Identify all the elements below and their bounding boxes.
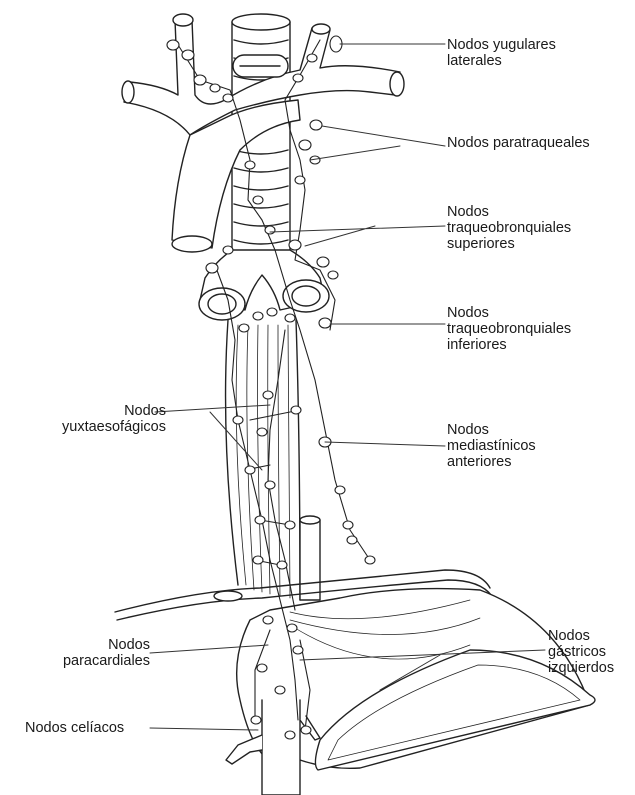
- label-nodos-paratraqueales: Nodos paratraqueales: [447, 135, 590, 151]
- label-nodos-yugulares-laterales: Nodos yugulares laterales: [447, 37, 556, 69]
- label-nodos-paracardiales: Nodos paracardiales: [30, 637, 150, 669]
- great-vessels: [122, 14, 404, 252]
- label-nodos-yuxtaesofagicos: Nodos yuxtaesofágicos: [40, 403, 166, 435]
- label-nodos-traqueobronquiales-inferiores: Nodos traqueobronquiales inferiores: [447, 305, 571, 353]
- label-nodos-gastricos-izquierdos: Nodos gástricos izquierdos: [548, 628, 614, 676]
- label-nodos-traqueobronquiales-superiores: Nodos traqueobronquiales superiores: [447, 204, 571, 252]
- label-nodos-mediastinicos-anteriores: Nodos mediastínicos anteriores: [447, 422, 536, 470]
- label-nodos-celiacos: Nodos celíacos: [25, 720, 124, 736]
- main-bronchi: [199, 250, 329, 320]
- aorta: [300, 516, 320, 600]
